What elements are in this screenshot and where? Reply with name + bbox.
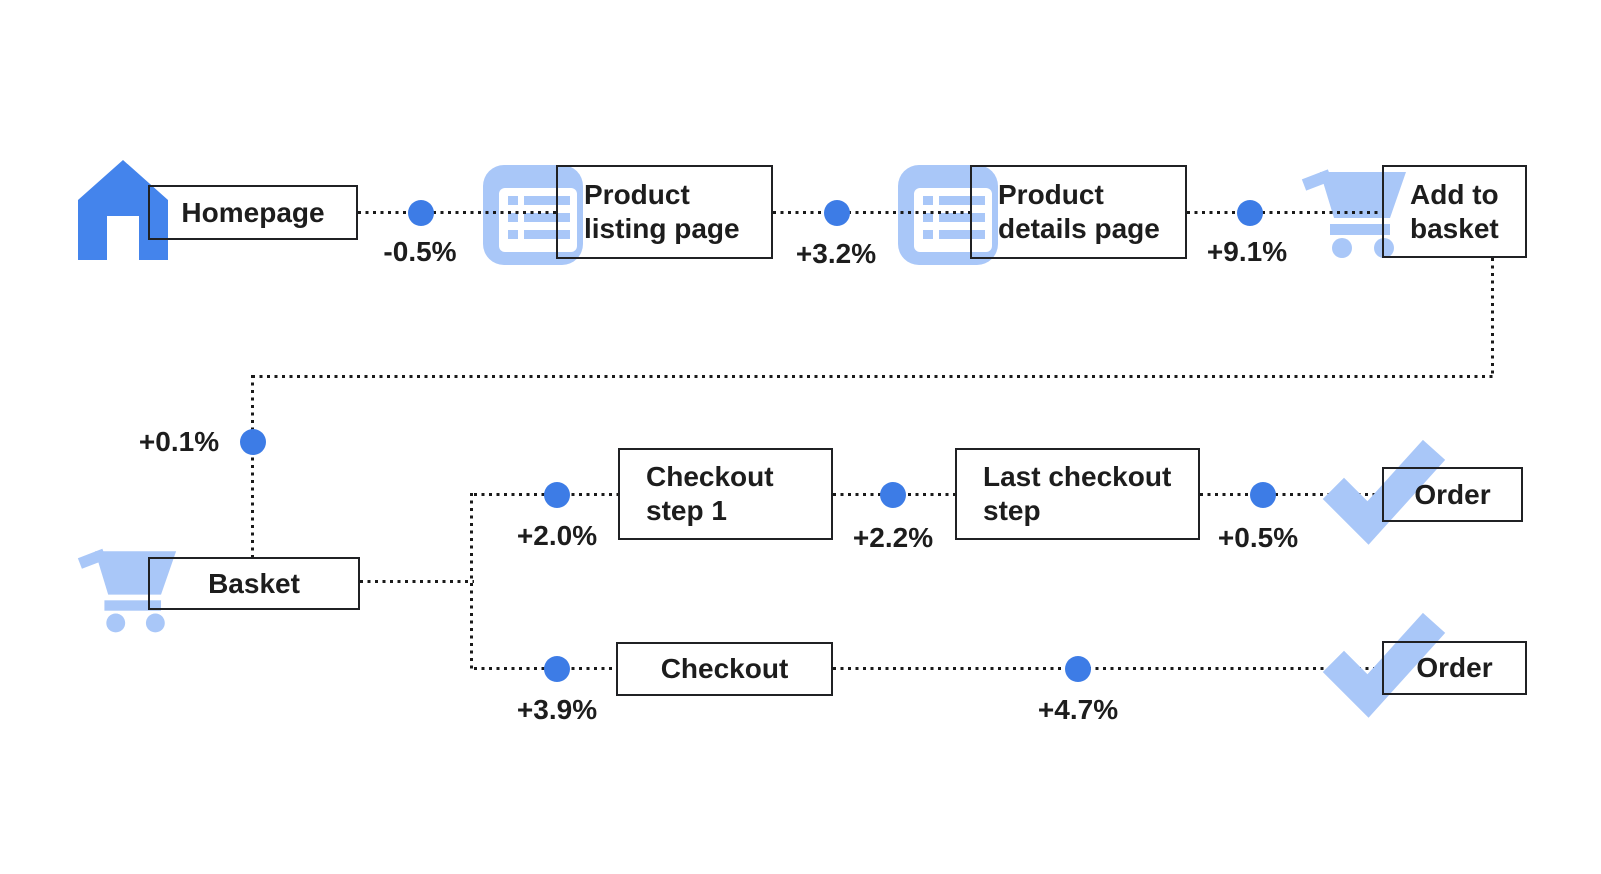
delta-listing-to-details: +3.2% — [795, 238, 877, 269]
step-dot-checkout-step-1-to-last — [880, 482, 906, 508]
step-dot-basket-to-checkout-step-1 — [544, 482, 570, 508]
node-checkout-label: Checkout — [660, 653, 789, 685]
connector-homepage-to-listing — [358, 211, 556, 214]
node-checkout: Checkout — [616, 642, 833, 696]
step-dot-checkout-to-order — [1065, 656, 1091, 682]
listing-page-icon — [898, 165, 998, 265]
node-add-to-basket-label: Add to basket — [1410, 178, 1499, 244]
node-order-bottom-label: Order — [1416, 652, 1493, 684]
step-dot-homepage-to-listing — [408, 200, 434, 226]
connector-branch-junction — [470, 493, 473, 670]
node-order-bottom: Order — [1382, 641, 1527, 695]
connector-basket-to-junction — [360, 580, 474, 583]
home-icon — [78, 160, 168, 260]
node-product-listing-page: Product listing page — [556, 165, 773, 259]
connector-last-checkout-to-order — [1200, 493, 1382, 496]
delta-last-checkout-to-order: +0.5% — [1217, 522, 1299, 553]
node-order-top-label: Order — [1414, 478, 1491, 510]
check-icon — [1322, 612, 1446, 718]
delta-basket-to-checkout: +3.9% — [516, 694, 598, 725]
node-homepage-label: Homepage — [181, 196, 325, 228]
delta-basket-to-checkout-step-1: +2.0% — [516, 520, 598, 551]
node-product-details-page-label: Product details page — [998, 179, 1160, 244]
delta-add-to-basket-to-basket: +0.1% — [138, 426, 220, 457]
check-icon — [1322, 439, 1446, 545]
connector-add-to-basket-down — [1491, 258, 1494, 378]
cart-icon — [1301, 166, 1408, 258]
node-product-details-page: Product details page — [970, 165, 1187, 259]
node-last-checkout-step-label: Last checkout step — [983, 461, 1172, 526]
node-homepage: Homepage — [148, 185, 358, 240]
connector-checkout-to-order — [833, 667, 1382, 670]
node-basket: Basket — [148, 557, 360, 610]
connector-listing-to-details — [773, 211, 970, 214]
connector-down-to-basket — [251, 375, 254, 557]
connector-return-horizontal — [252, 375, 1494, 378]
connector-details-to-add-to-basket — [1187, 211, 1382, 214]
cart-icon — [77, 540, 178, 638]
node-basket-label: Basket — [208, 567, 300, 599]
delta-details-to-add-to-basket: +9.1% — [1206, 236, 1288, 267]
node-checkout-step-1-label: Checkout step 1 — [646, 461, 774, 526]
step-dot-listing-to-details — [824, 200, 850, 226]
delta-homepage-to-listing: -0.5% — [383, 236, 457, 267]
step-dot-details-to-add-to-basket — [1237, 200, 1263, 226]
step-dot-last-checkout-to-order — [1250, 482, 1276, 508]
node-add-to-basket: Add to basket — [1382, 165, 1527, 258]
step-dot-basket-to-checkout — [544, 656, 570, 682]
delta-checkout-to-order: +4.7% — [1037, 694, 1119, 725]
step-dot-add-to-basket-to-basket — [240, 429, 266, 455]
delta-checkout-step-1-to-last: +2.2% — [852, 522, 934, 553]
node-checkout-step-1: Checkout step 1 — [618, 448, 833, 540]
node-product-listing-page-label: Product listing page — [584, 179, 740, 244]
node-order-top: Order — [1382, 467, 1523, 522]
node-last-checkout-step: Last checkout step — [955, 448, 1200, 540]
